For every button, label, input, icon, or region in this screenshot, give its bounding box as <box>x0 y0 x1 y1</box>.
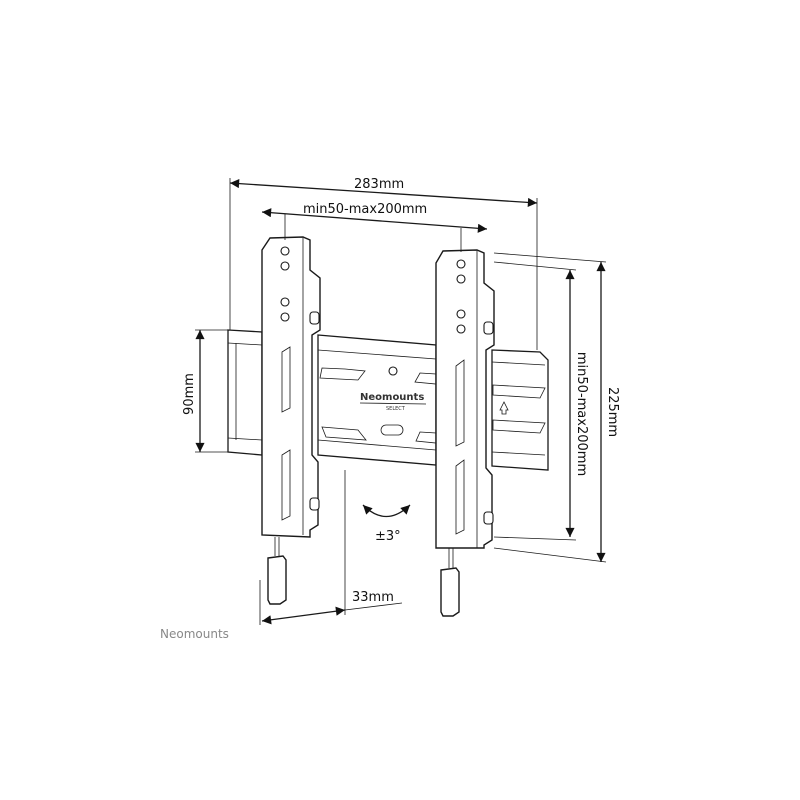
tilt-arrow-icon <box>362 504 411 518</box>
vertical-spacing-label: min50-max200mm <box>574 352 589 476</box>
center-bar: Neomounts SELECT <box>317 334 437 466</box>
product-logo: Neomounts <box>360 392 424 403</box>
product-logo-sub: SELECT <box>386 406 406 412</box>
left-mounting-plate <box>261 236 321 605</box>
footer-brand: Neomounts <box>160 627 229 641</box>
up-arrow-icon <box>499 401 509 415</box>
tilt-label: ±3° <box>375 529 401 544</box>
right-mounting-plate <box>435 249 495 617</box>
rail-height-label: 90mm <box>182 373 197 415</box>
total-height-label: 225mm <box>605 387 620 437</box>
wall-distance-label: 33mm <box>352 590 394 605</box>
horizontal-spacing-label: min50-max200mm <box>303 202 427 217</box>
total-width-label: 283mm <box>354 177 404 192</box>
dimension-lines <box>195 178 607 625</box>
